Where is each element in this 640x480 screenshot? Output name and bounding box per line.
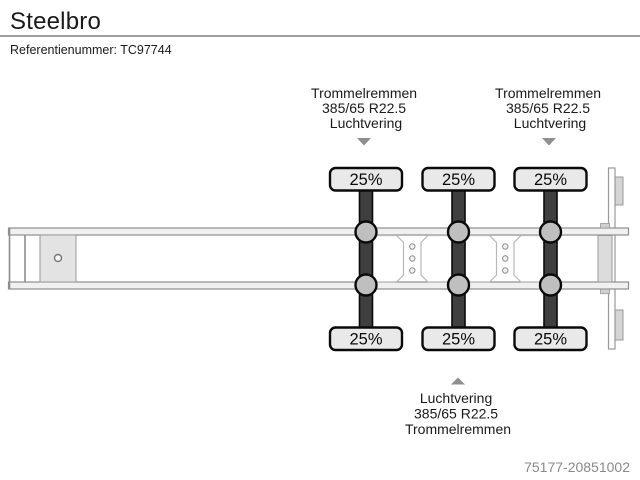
axle-2 (446, 188, 471, 329)
wheel (538, 220, 563, 244)
wheel (354, 220, 378, 244)
axle-load-badge-top-3: 25% (513, 166, 588, 192)
callout-text: Luchtvering 385/65 R22.5 Trommelremmen (405, 390, 511, 437)
badge-box (513, 166, 588, 192)
pointer-up-icon (451, 377, 465, 385)
callout-rear-axle: Trommelremmen 385/65 R22.5 Luchtvering (495, 85, 605, 146)
badge-box (421, 166, 496, 192)
bolt-hole (409, 267, 416, 274)
bolt-hole (409, 243, 416, 250)
wheel (538, 273, 563, 297)
badge-box (328, 326, 404, 352)
rear-crossmember (597, 235, 613, 283)
pointer-down-icon (357, 138, 371, 146)
badge-box (421, 326, 496, 352)
callout-front-axle: Trommelremmen 385/65 R22.5 Luchtvering (311, 85, 421, 146)
rear-tab-top (600, 223, 610, 229)
axle-load-badge-top-1: 25% (328, 166, 404, 192)
axle-3 (538, 188, 563, 329)
bolt-hole (502, 255, 509, 262)
bolt-hole (502, 243, 509, 250)
axle-load-badge-top-2: 25% (421, 166, 496, 192)
reference-number: Referentienummer: TC97744 (10, 43, 172, 57)
callout-text: Trommelremmen 385/65 R22.5 Luchtvering (311, 85, 421, 131)
axle-load-value: 25% (442, 171, 475, 189)
axle-bar (543, 188, 558, 329)
badge-box (328, 166, 404, 192)
bolt-hole (502, 267, 509, 274)
axle-load-badge-bottom-3: 25% (513, 326, 588, 352)
rear-light-bottom (614, 309, 624, 341)
callout-text: Trommelremmen 385/65 R22.5 Luchtvering (495, 85, 605, 131)
callout-middle-axle: Luchtvering 385/65 R22.5 Trommelremmen (405, 377, 511, 437)
bolt-hole (409, 255, 416, 262)
axle-load-value: 25% (534, 171, 567, 189)
page-title: Steelbro (10, 8, 101, 35)
rear-tab-bottom (600, 288, 610, 295)
chassis-top-rail (7, 227, 630, 236)
axle-load-badge-bottom-1: 25% (328, 326, 404, 352)
chassis-bottom-rail (7, 281, 630, 290)
axle-bar (451, 188, 466, 329)
rear-light-top (614, 176, 624, 206)
axle-load-value: 25% (442, 331, 475, 349)
axle-load-badge-bottom-2: 25% (421, 326, 496, 352)
axle-bar (358, 188, 374, 329)
listing-id: 75177-20851002 (524, 459, 630, 475)
badge-box (513, 326, 588, 352)
axle-load-value: 25% (534, 331, 567, 349)
axle-load-value: 25% (349, 171, 382, 189)
kingpin (53, 253, 63, 263)
wheel (354, 273, 378, 297)
header-divider (0, 35, 640, 37)
axle-load-value: 25% (349, 331, 382, 349)
pointer-down-icon (542, 138, 556, 146)
wheel (446, 273, 471, 297)
wheel (446, 220, 471, 244)
